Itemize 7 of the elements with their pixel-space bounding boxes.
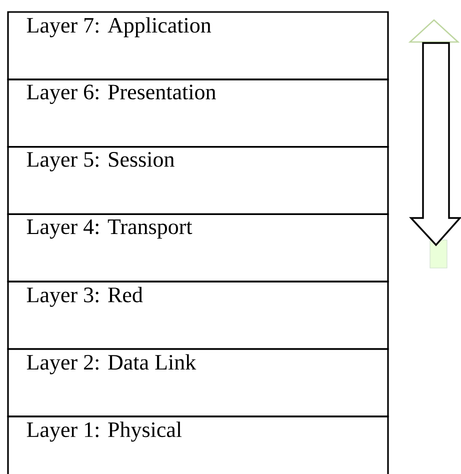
layer-box: Layer 5: Session — [7, 146, 389, 215]
layer-box: Layer 6: Presentation — [7, 78, 389, 148]
layer-box: Layer 2: Data Link — [7, 348, 389, 418]
layer-box: Layer 7: Application — [7, 11, 389, 80]
layer-box: Layer 3: Red — [7, 280, 389, 350]
layer-box: Layer 4: Transport — [7, 213, 389, 282]
layer-box: Layer 1: Physical — [7, 416, 389, 474]
